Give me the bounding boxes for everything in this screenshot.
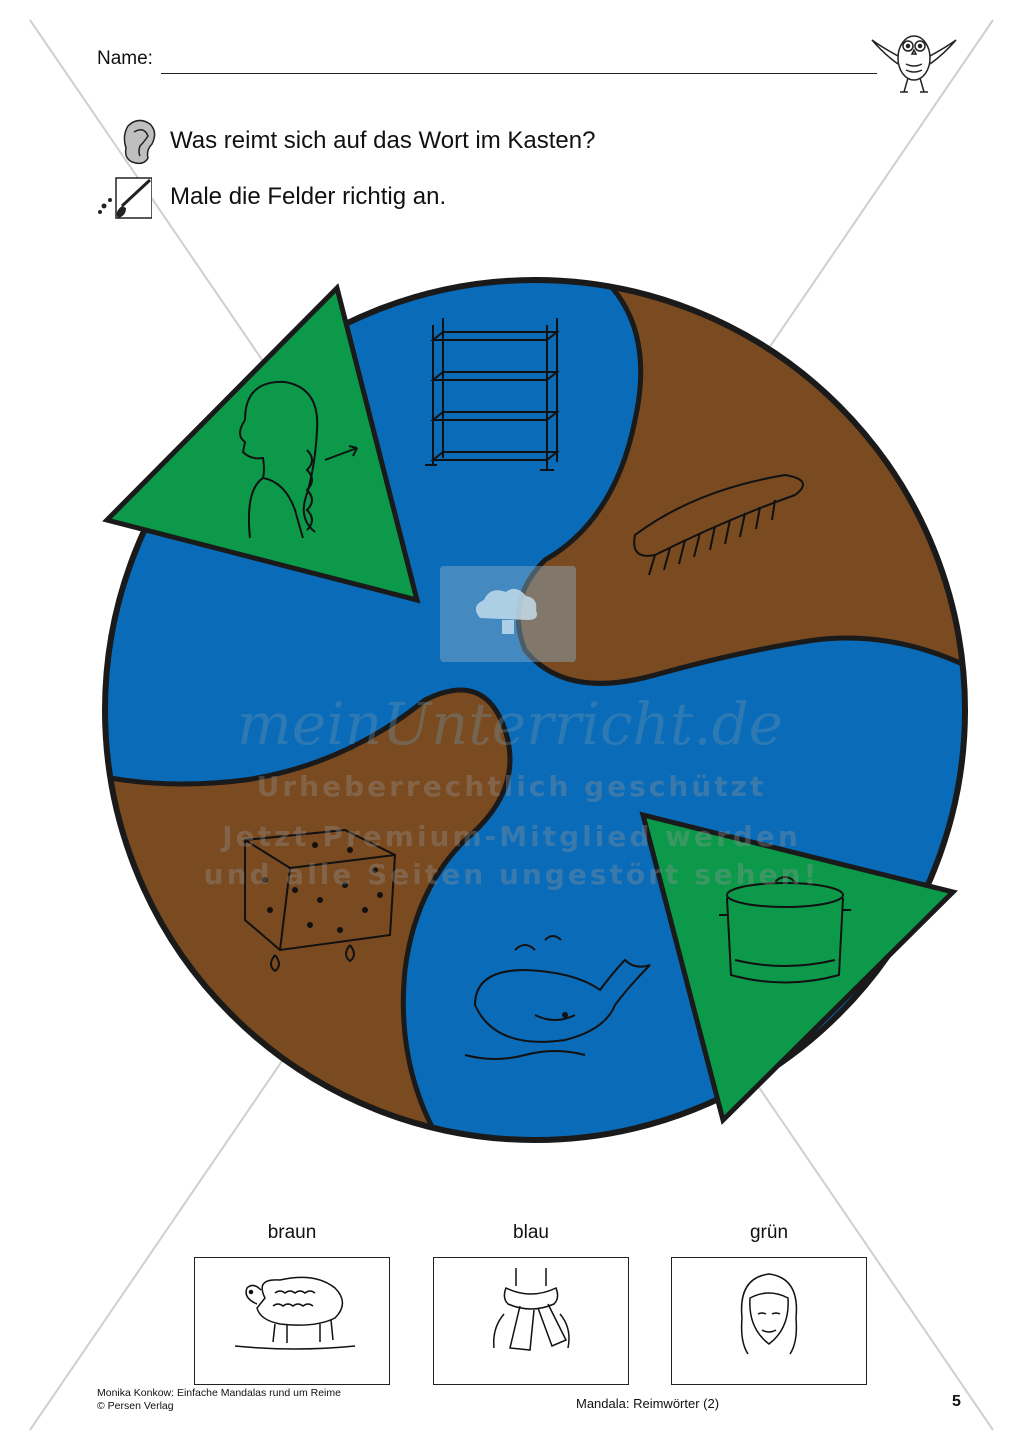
paint-brush-icon	[98, 177, 152, 219]
owl-icon	[871, 35, 957, 93]
legend-box-scarf	[433, 1257, 629, 1385]
name-label: Name:	[97, 48, 153, 69]
ear-icon	[123, 119, 156, 165]
name-line[interactable]	[161, 73, 877, 74]
shelf-icon	[425, 318, 560, 471]
footer-credits: Monika Konkow: Einfache Mandalas rund um…	[97, 1387, 341, 1413]
legend-box-sheep	[194, 1257, 390, 1385]
name-row: Name:	[97, 46, 877, 74]
sheep-icon	[234, 1276, 356, 1350]
watermark-line1: Urheberrechtlich geschützt	[256, 770, 767, 803]
girl-face-icon	[740, 1273, 798, 1355]
legend-label-brown: braun	[267, 1222, 317, 1243]
instruction-paint: Male die Felder richtig an.	[170, 183, 447, 210]
comb-icon	[633, 473, 804, 576]
whale-icon	[464, 935, 651, 1060]
watermark-logo: meinUnterricht.de	[236, 690, 784, 758]
legend-label-blue: blau	[513, 1222, 549, 1243]
legend-box-girl	[671, 1257, 867, 1385]
scarf-icon	[492, 1268, 570, 1351]
legend-label-green: grün	[749, 1222, 789, 1243]
watermark-briefcase-icon	[440, 566, 576, 662]
mandala-circle	[102, 277, 968, 1143]
page-number: 5	[952, 1393, 961, 1410]
watermark-line3: und alle Seiten ungestört sehen!	[203, 858, 820, 891]
watermark-line2: Jetzt Premium-Mitglied werden	[222, 820, 801, 853]
footer-title: Mandala: Reimwörter (2)	[576, 1396, 720, 1411]
field-pot[interactable]	[639, 811, 958, 1125]
footer-publisher: © Persen Verlag	[97, 1400, 174, 1412]
instruction-listen: Was reimt sich auf das Wort im Kasten?	[170, 127, 596, 154]
footer-author: Monika Konkow: Einfache Mandalas rund um…	[97, 1387, 341, 1399]
sponge-icon	[244, 828, 397, 973]
pot-icon	[719, 876, 851, 984]
field-braid[interactable]	[102, 283, 421, 604]
braid-icon	[239, 380, 358, 539]
